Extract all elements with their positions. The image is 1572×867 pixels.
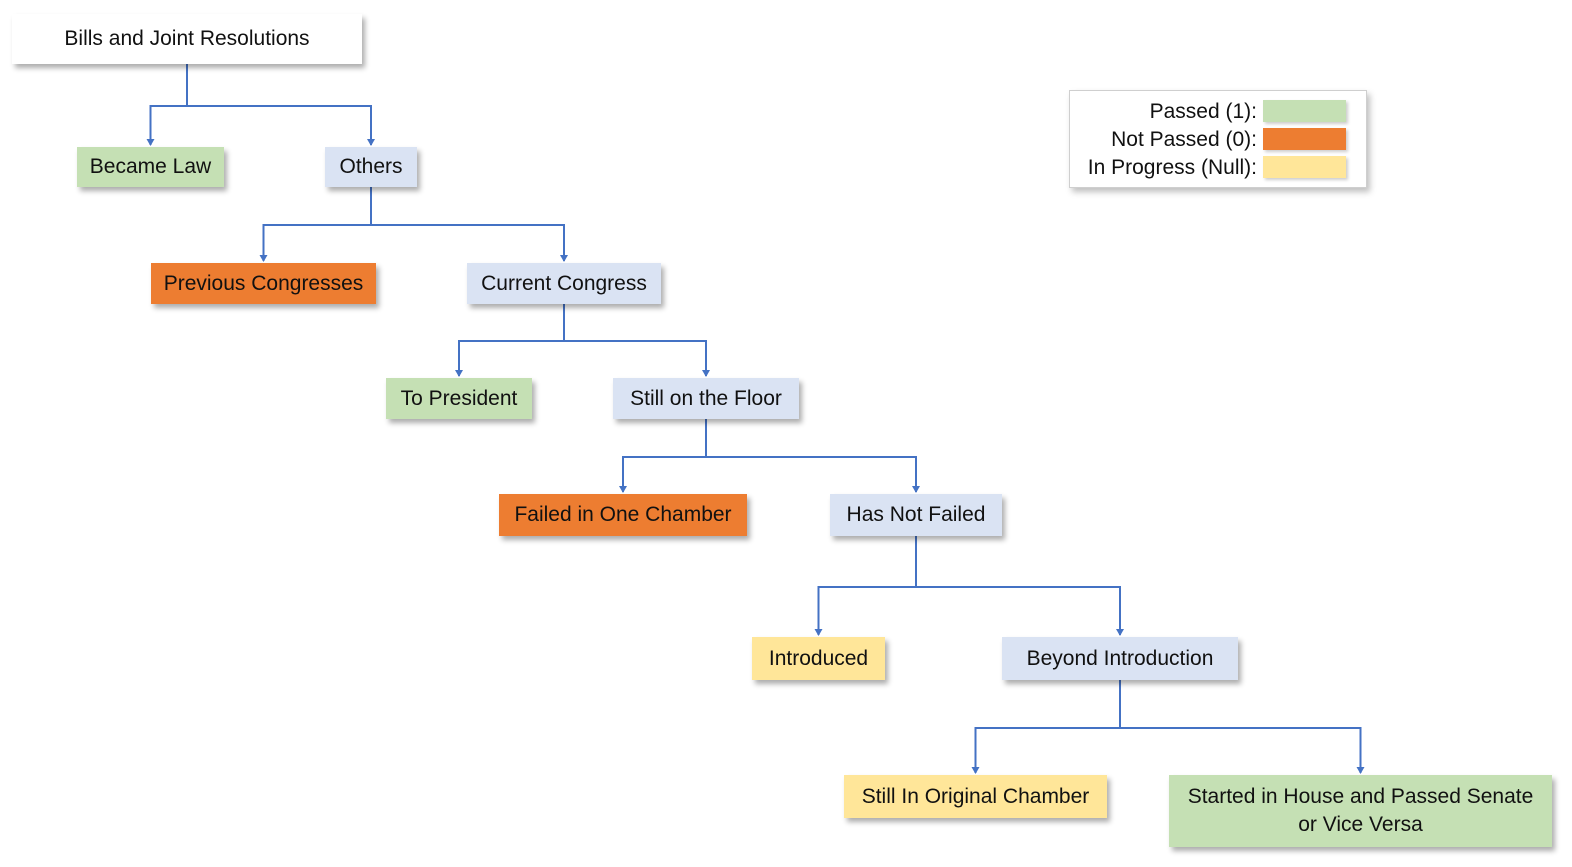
- connector-beyond_introduction-to-still_original_chamber: [971, 727, 1120, 774]
- failed-in-one-chamber-node: Failed in One Chamber: [499, 494, 747, 536]
- has-not-failed-node: Has Not Failed: [830, 494, 1002, 536]
- legend-item-passed: Passed (1):: [1070, 100, 1348, 124]
- root-node: Bills and Joint Resolutions: [12, 14, 362, 64]
- connector-beyond_introduction-to-passed_both: [1120, 727, 1365, 774]
- current-congress-node: Current Congress: [467, 263, 661, 304]
- connector-still_on_floor-to-failed_one_chamber: [619, 456, 706, 493]
- connector-has_not_failed-to-introduced: [814, 586, 916, 636]
- still-on-the-floor-node: Still on the Floor: [613, 378, 799, 419]
- legend-item-not-passed: Not Passed (0):: [1070, 128, 1348, 152]
- connector-root-to-others: [187, 105, 375, 146]
- connector-current_congress-to-to_president: [455, 340, 564, 377]
- connector-others-to-current_congress: [371, 224, 568, 262]
- legend-label-in-progress: In Progress (Null):: [1087, 156, 1257, 179]
- started-in-house-and-passed-senate-node: Started in House and Passed Senate or Vi…: [1169, 775, 1552, 847]
- beyond-introduction-node: Beyond Introduction: [1002, 637, 1238, 680]
- previous-congresses-node: Previous Congresses: [151, 263, 376, 304]
- connector-current_congress-to-still_on_floor: [564, 340, 710, 377]
- connector-others-to-previous_congresses: [259, 224, 371, 262]
- legend-item-in-progress: In Progress (Null):: [1070, 156, 1348, 180]
- others-node: Others: [325, 147, 417, 187]
- legend-swatch-passed: [1263, 100, 1346, 122]
- legend-label-passed: Passed (1):: [1149, 100, 1257, 123]
- connector-root-to-became_law: [146, 105, 187, 146]
- to-president-node: To President: [386, 378, 532, 419]
- became-law-node: Became Law: [77, 147, 224, 187]
- connector-still_on_floor-to-has_not_failed: [706, 456, 920, 493]
- still-in-original-chamber-node: Still In Original Chamber: [844, 775, 1107, 818]
- legend: Passed (1): Not Passed (0): In Progress …: [1069, 90, 1367, 188]
- legend-swatch-in-progress: [1263, 156, 1346, 178]
- legend-label-not-passed: Not Passed (0):: [1111, 128, 1257, 151]
- connector-has_not_failed-to-beyond_introduction: [916, 586, 1124, 636]
- introduced-node: Introduced: [752, 637, 885, 680]
- legend-swatch-not-passed: [1263, 128, 1346, 150]
